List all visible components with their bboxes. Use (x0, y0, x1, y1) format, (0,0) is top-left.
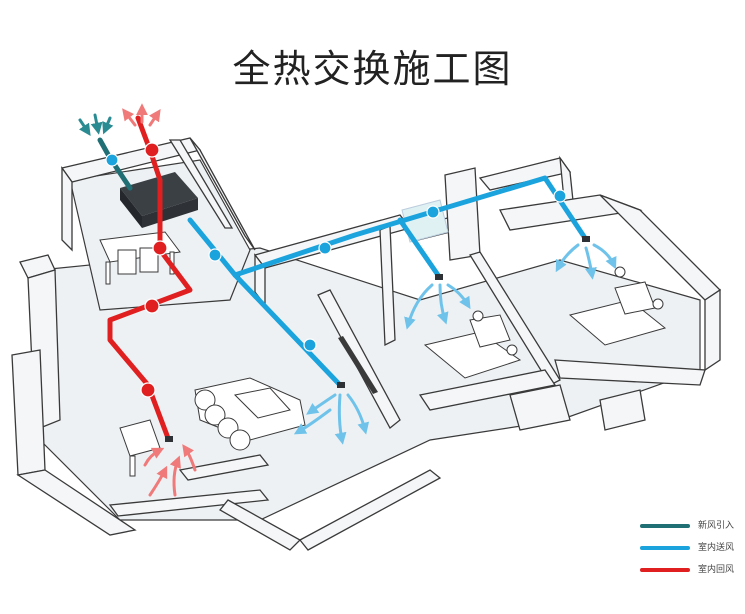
legend-label-supply-air: 室内送风 (698, 543, 735, 553)
sofa-icon (194, 377, 306, 451)
bed-icon (423, 310, 522, 379)
tv-panel-icon (338, 336, 378, 394)
legend-line-return-air (640, 568, 690, 572)
legend-line-fresh-air (640, 524, 690, 528)
legend-item-supply-air: 室内送风 (640, 541, 745, 555)
legend-item-return-air: 室内回风 (640, 563, 745, 577)
legend-item-fresh-air: 新风引入 (640, 519, 745, 533)
page-title: 全热交换施工图 (232, 47, 513, 91)
legend-line-supply-air (640, 546, 690, 550)
duct-node-icon (105, 142, 567, 398)
bed-icon-2 (568, 266, 667, 346)
diffuser-icon (165, 236, 590, 442)
return-air-duct (107, 115, 193, 441)
legend-label-return-air: 室内回风 (698, 565, 735, 575)
airflow-arrow-icon (78, 103, 617, 497)
legend-label-fresh-air: 新风引入 (698, 521, 735, 531)
walls (11, 137, 722, 551)
